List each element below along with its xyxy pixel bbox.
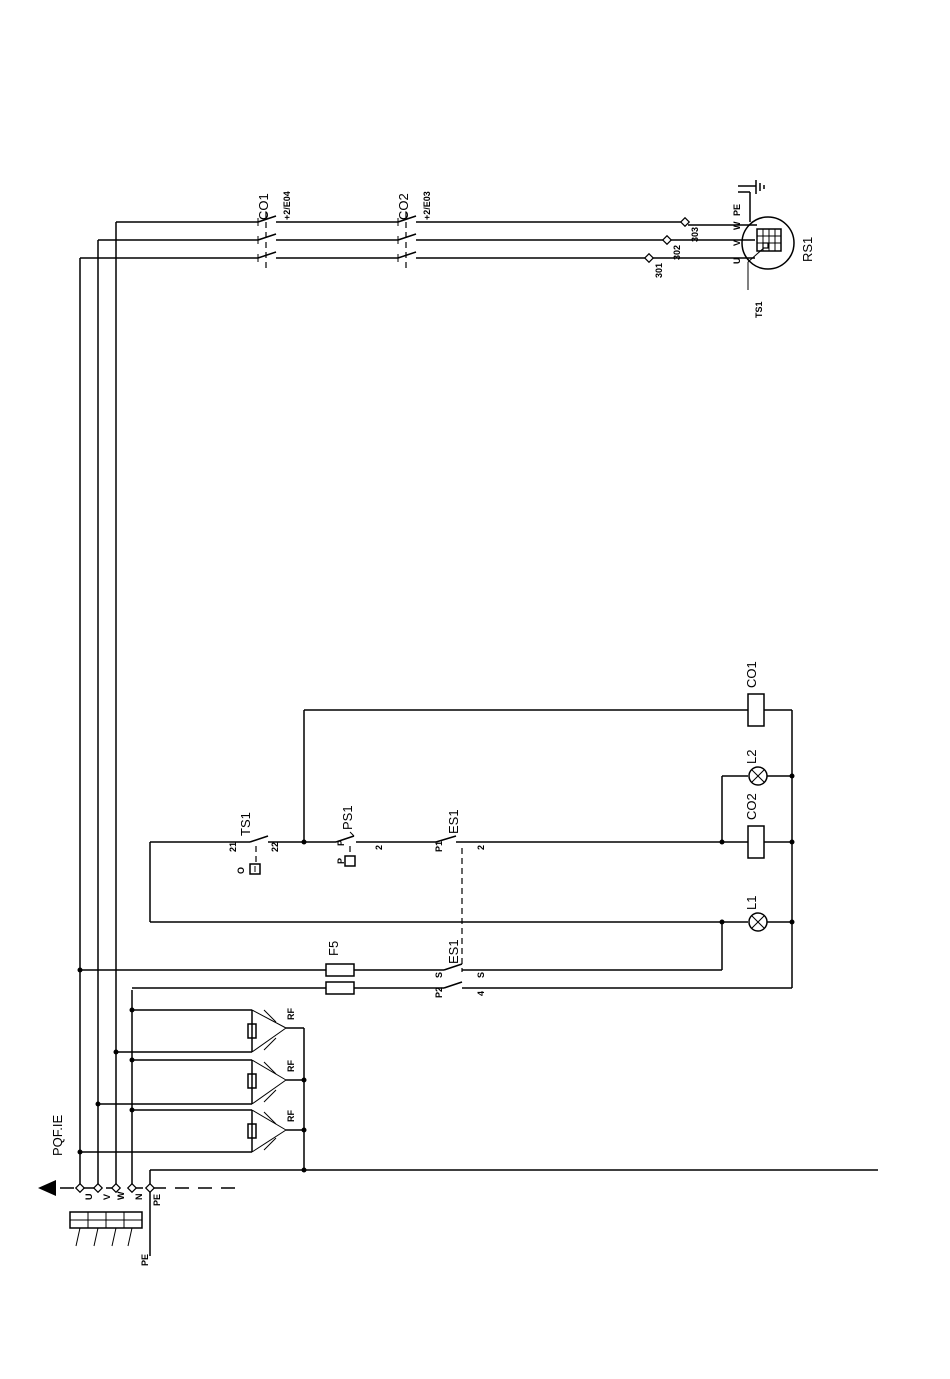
label-nP1: P1 (434, 841, 444, 852)
motor-phase-lines (80, 222, 755, 258)
label-es1-top: ES1 (446, 809, 461, 834)
label-s2: S (476, 972, 486, 978)
label-fuse-f5: F5 (326, 941, 341, 956)
main-power-lines (80, 222, 878, 1256)
label-lamp-l2: L2 (744, 750, 759, 764)
label-pe-bottom: PE (140, 1254, 150, 1266)
top-labels: CO1 +2/E04 CO2 +2/E03 301 302 303 U V W … (256, 191, 815, 318)
label-bus-w: W (116, 1191, 126, 1200)
label-nP2b: P2 (434, 987, 444, 998)
label-nP: P (336, 840, 346, 846)
label-bus-pe: PE (152, 1194, 162, 1206)
label-co2-top: CO2 (396, 193, 411, 220)
label-ps1: PS1 (340, 805, 355, 830)
label-motor-v: V (732, 240, 742, 246)
label-ts1-switch: TS1 (238, 812, 253, 836)
label-coil-co2: CO2 (744, 793, 759, 820)
label-lamp-l1: L1 (744, 896, 759, 910)
label-coil-co1: CO1 (744, 661, 759, 688)
label-ref1: +2/E04 (282, 191, 292, 220)
label-filt1: RF (286, 1008, 296, 1020)
label-t302: 302 (672, 245, 682, 260)
label-n2a: 2 (374, 845, 384, 850)
label-n4: 4 (476, 991, 486, 996)
label-filt3: RF (286, 1110, 296, 1122)
main-switch: PQF.IE U V W N PE PE (38, 1114, 240, 1266)
label-t301: 301 (654, 263, 664, 278)
label-n2b: 2 (476, 845, 486, 850)
label-rs1: RS1 (800, 237, 815, 262)
label-ref2: +2/E03 (422, 191, 432, 220)
label-n21: 21 (228, 842, 238, 852)
label-s1: S (434, 972, 444, 978)
label-nP2: P (336, 858, 346, 864)
label-motor-w: W (732, 221, 742, 230)
label-n22: 22 (270, 842, 280, 852)
label-filt2: RF (286, 1060, 296, 1072)
label-es1-bottom: ES1 (446, 939, 461, 964)
label-motor-u: U (732, 258, 742, 265)
label-ts1-motor: TS1 (754, 301, 764, 318)
filter-network (80, 1010, 304, 1170)
label-bus-v: V (102, 1194, 112, 1200)
label-t303: 303 (690, 227, 700, 242)
label-main-switch: PQF.IE (50, 1114, 65, 1156)
control-labels: CO1 L2 CO2 L1 TS1 PS1 ES1 ES1 F5 21 22 O… (228, 661, 759, 1122)
label-bus-n: N (134, 1194, 144, 1201)
label-nO: O (236, 867, 246, 874)
motor-rs1 (738, 180, 794, 290)
label-bus-u: U (84, 1194, 94, 1201)
label-co1-top: CO1 (256, 193, 271, 220)
label-motor-pe: PE (732, 204, 742, 216)
